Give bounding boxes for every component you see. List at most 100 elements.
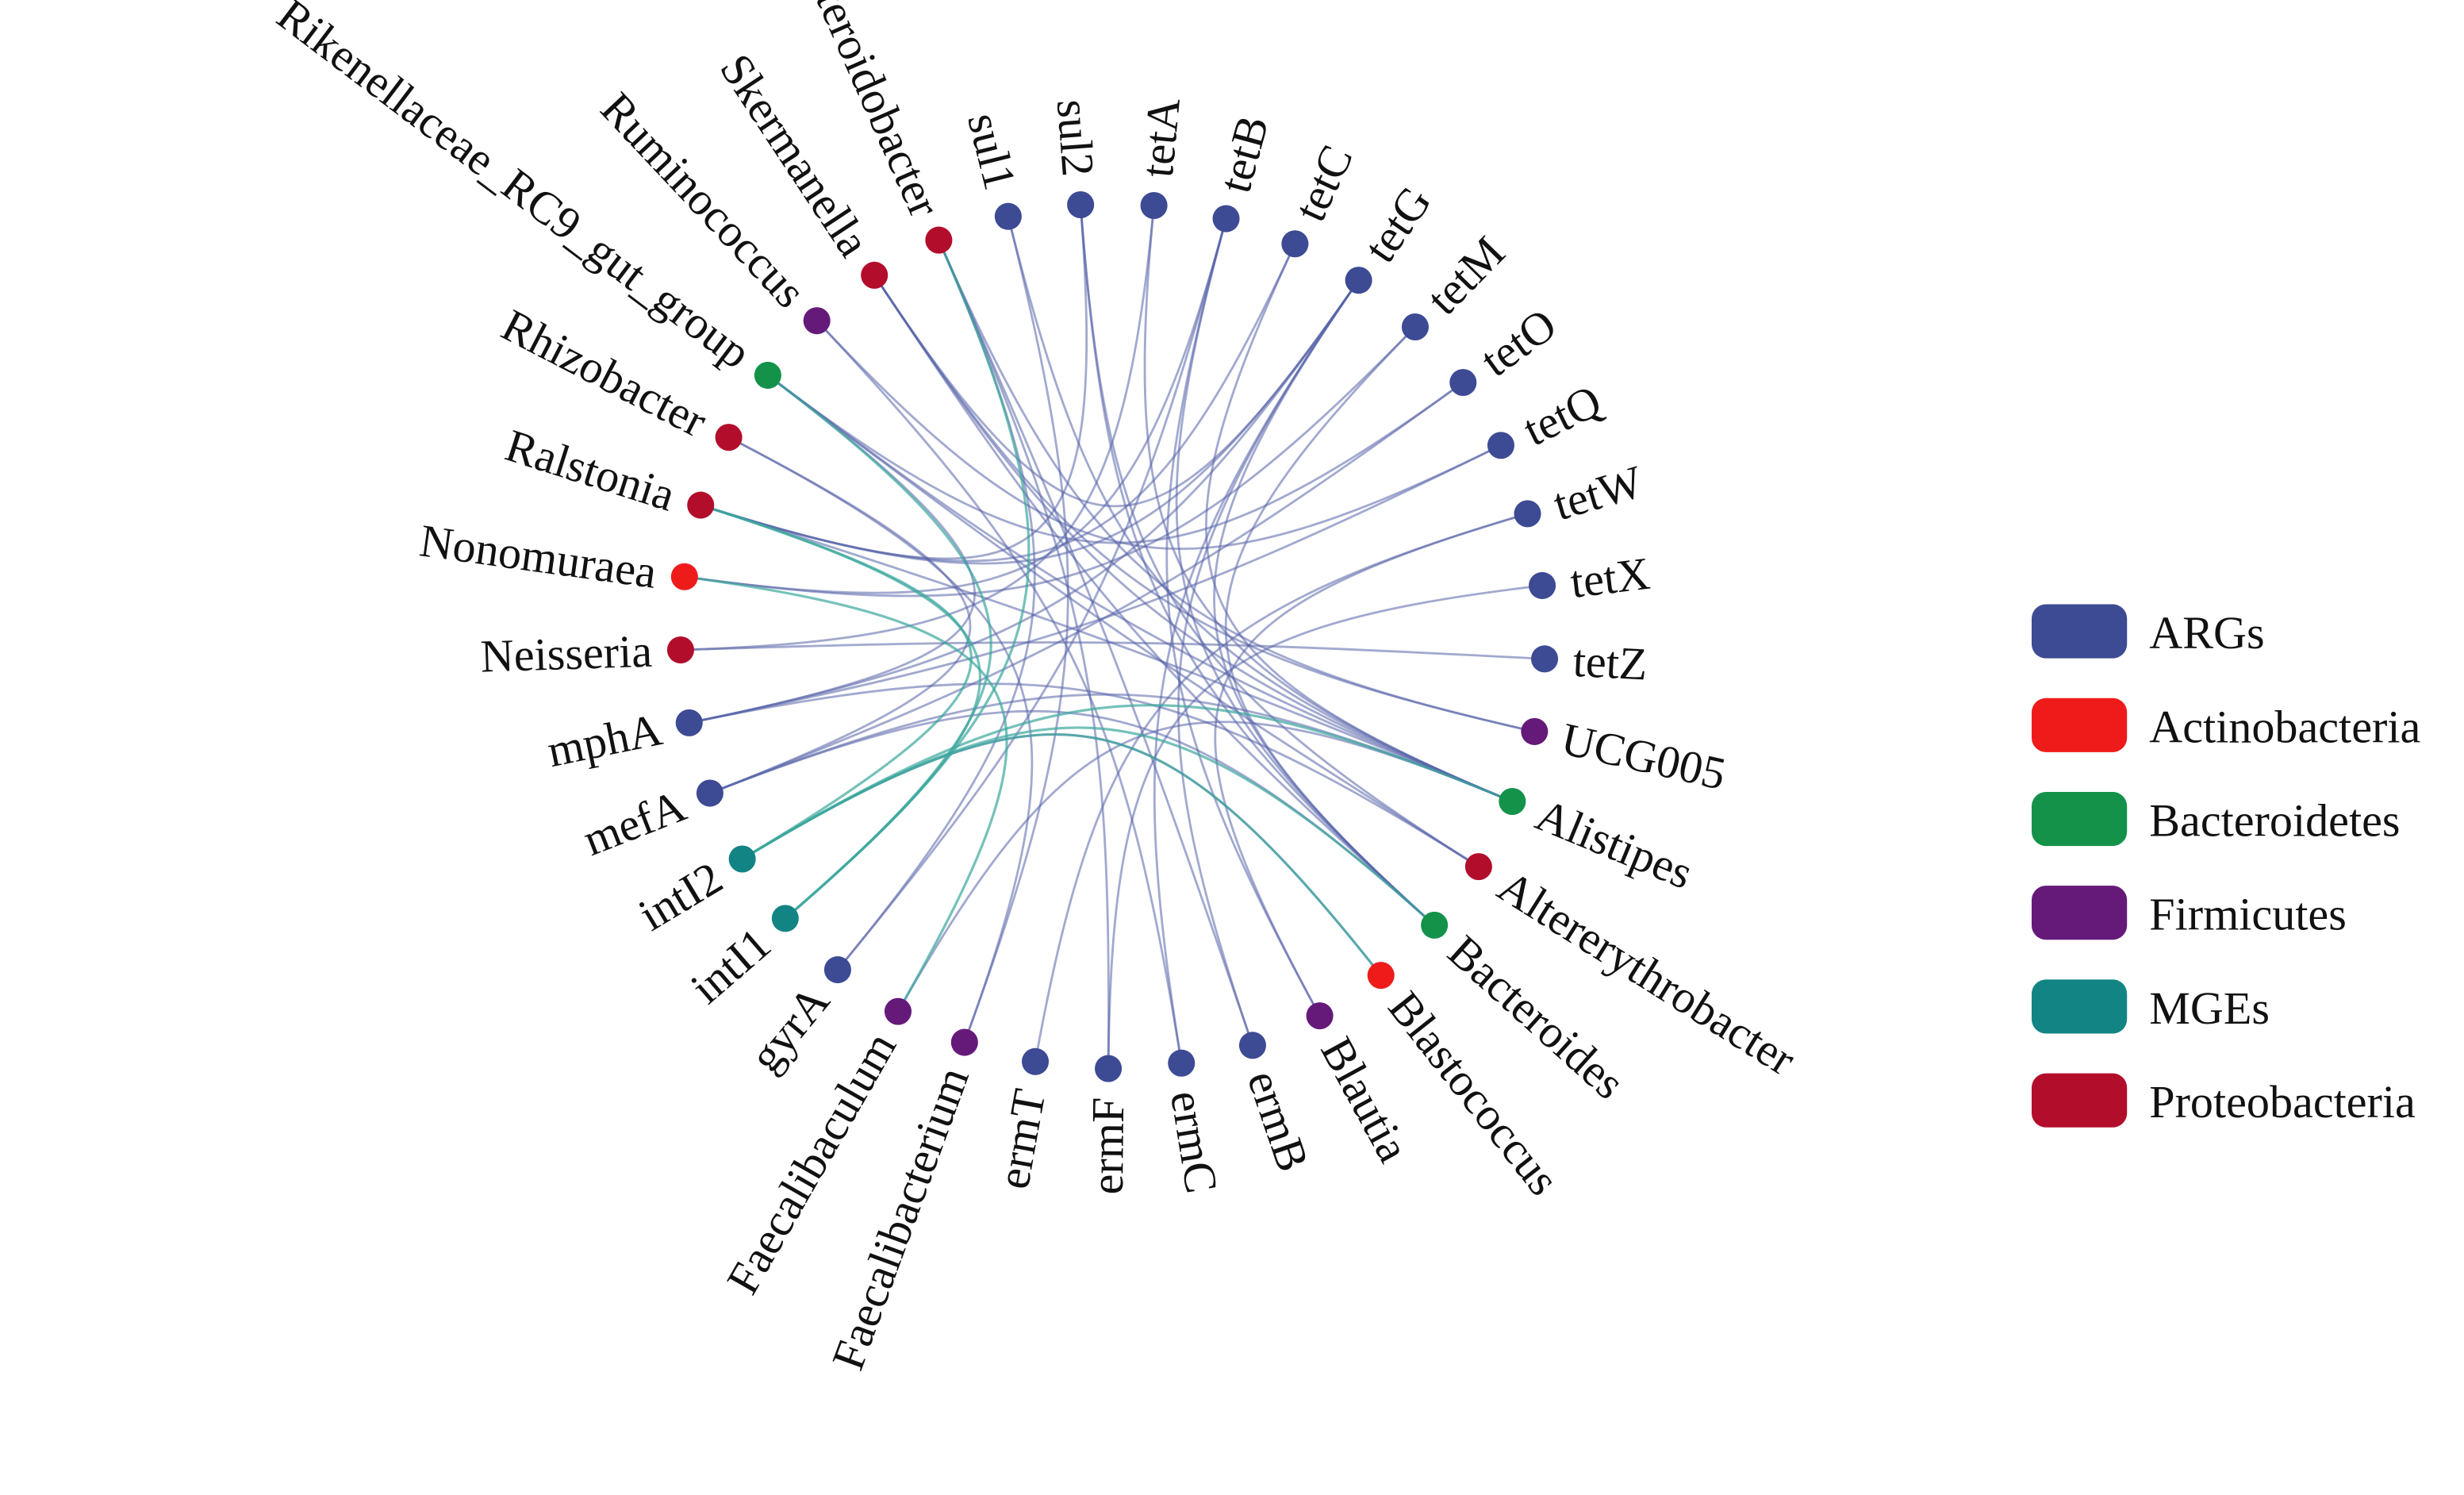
edge-tetX-ermF — [1107, 584, 1543, 1069]
node-dot — [1067, 190, 1095, 219]
node-tetM: tetM — [1401, 226, 1514, 341]
node-dot — [675, 709, 703, 736]
node-tetW: tetW — [1514, 455, 1648, 530]
node-dot — [1530, 645, 1559, 673]
node-dot — [1464, 853, 1492, 881]
node-label: tetG — [1353, 177, 1441, 271]
edge-tetW-Blautia — [1214, 513, 1528, 1017]
node-dot — [1238, 1032, 1267, 1059]
legend-swatch — [2031, 698, 2128, 752]
legend-swatch — [2031, 791, 2128, 847]
legend-item-Bacteroidetes: Bacteroidetes — [2031, 791, 2401, 847]
edge-ermC-Ruminococcus — [816, 320, 1183, 1063]
node-tetB: tetB — [1209, 110, 1279, 233]
edge-tetC-Alistipes — [1205, 243, 1513, 803]
node-label: intI2 — [630, 851, 731, 940]
legend-label: Firmicutes — [2149, 889, 2347, 940]
node-Nonomuraea: Nonomuraea — [416, 514, 698, 598]
legend-item-MGEs: MGEs — [2031, 979, 2270, 1034]
node-label: tetB — [1209, 110, 1279, 198]
node-label: Ralstonia — [500, 419, 681, 521]
node-dot — [1499, 787, 1526, 816]
node-ermF: ermF — [1081, 1055, 1134, 1195]
legend-label: Actinobacteria — [2149, 701, 2420, 752]
node-tetX: tetX — [1529, 548, 1652, 608]
edge-ermB-Steroidobacter — [938, 240, 1254, 1046]
edge-Alistipes-Skermanella — [873, 275, 1513, 803]
node-dot — [1306, 1002, 1334, 1030]
node-dot — [1281, 230, 1309, 258]
node-UCG005: UCG005 — [1521, 713, 1730, 800]
node-dot — [687, 491, 715, 519]
edge-mefA-Rhizobacter — [709, 436, 972, 794]
node-dot — [803, 307, 831, 335]
edge-intI2-Bacteroides — [741, 726, 1436, 927]
node-dot — [1367, 962, 1395, 990]
node-label: ermC — [1161, 1087, 1228, 1197]
node-label: UCG005 — [1556, 713, 1730, 800]
edge-sul1-Faecalibacterium — [963, 216, 1069, 1043]
edge-tetM-Bacteroides — [1224, 326, 1436, 926]
node-sul2: sul2 — [1047, 98, 1104, 219]
node-Neisseria: Neisseria — [480, 625, 694, 682]
edge-Altererythrobacter-mphA — [689, 682, 1480, 868]
node-dot — [1095, 1055, 1123, 1082]
edge-tetQ-Ruminococcus — [816, 320, 1502, 551]
edge-tetQ-mphA — [689, 444, 1502, 724]
edge-tetA-Neisseria — [680, 205, 1155, 651]
edge-Bacteroides-Skermanella — [873, 275, 1436, 926]
node-dot — [1449, 368, 1477, 397]
node-ermC: ermC — [1161, 1049, 1228, 1197]
edge-tetB-Blautia — [1165, 218, 1321, 1017]
node-dot — [1345, 267, 1372, 294]
edge-tetB-gyrA — [836, 218, 1227, 970]
legend-label: MGEs — [2149, 982, 2270, 1034]
legend-item-Actinobacteria: Actinobacteria — [2031, 698, 2420, 752]
edge-ermF-Steroidobacter — [938, 240, 1110, 1069]
node-tetG: tetG — [1345, 177, 1441, 294]
node-label: Blautia — [1311, 1028, 1419, 1170]
edge-Faecalibaculum-Nonomuraea — [684, 575, 1008, 1013]
legend-item-Firmicutes: Firmicutes — [2031, 886, 2347, 940]
node-dot — [728, 845, 756, 873]
node-label: Neisseria — [480, 625, 653, 682]
node-dot — [1487, 432, 1514, 459]
node-dot — [670, 563, 698, 590]
node-tetQ: tetQ — [1487, 375, 1609, 459]
node-dot — [754, 361, 781, 389]
node-dot — [823, 956, 851, 984]
node-dot — [1421, 911, 1449, 939]
edge-tetO-Rikenellaceae_RC9_gut_group — [767, 374, 1464, 544]
edge-intI1-Ralstonia — [700, 504, 982, 920]
node-dot — [1514, 500, 1541, 528]
node-dot — [884, 997, 912, 1025]
node-label: tetC — [1284, 137, 1363, 229]
node-dot — [861, 261, 888, 289]
node-sul1: sul1 — [958, 108, 1027, 230]
node-label: mphA — [543, 703, 666, 777]
edge-tetG-ermB — [1177, 279, 1360, 1046]
node-dot — [1168, 1049, 1196, 1077]
node-label: intI1 — [681, 917, 781, 1013]
legend-swatch — [2031, 604, 2128, 659]
node-dot — [925, 226, 953, 254]
node-label: mefA — [576, 779, 693, 866]
legend-label: ARGs — [2149, 607, 2264, 659]
edge-UCG005-Steroidobacter — [938, 240, 1535, 733]
legend-label: Bacteroidetes — [2149, 795, 2400, 847]
node-dot — [1140, 191, 1168, 220]
node-label: ermB — [1238, 1064, 1319, 1178]
node-dot — [1022, 1047, 1050, 1075]
node-dot — [1529, 571, 1556, 599]
node-dot — [696, 779, 723, 807]
edge-Alistipes-Ralstonia — [700, 504, 1513, 803]
node-mphA: mphA — [543, 703, 703, 777]
node-label: ermT — [987, 1085, 1056, 1192]
edge-tetM-Nonomuraea — [684, 326, 1416, 598]
node-label: Alistipes — [1529, 789, 1700, 899]
node-tetC: tetC — [1281, 137, 1363, 258]
node-label: tetM — [1417, 226, 1514, 325]
node-dot — [950, 1028, 978, 1056]
node-tetA: tetA — [1131, 95, 1190, 220]
